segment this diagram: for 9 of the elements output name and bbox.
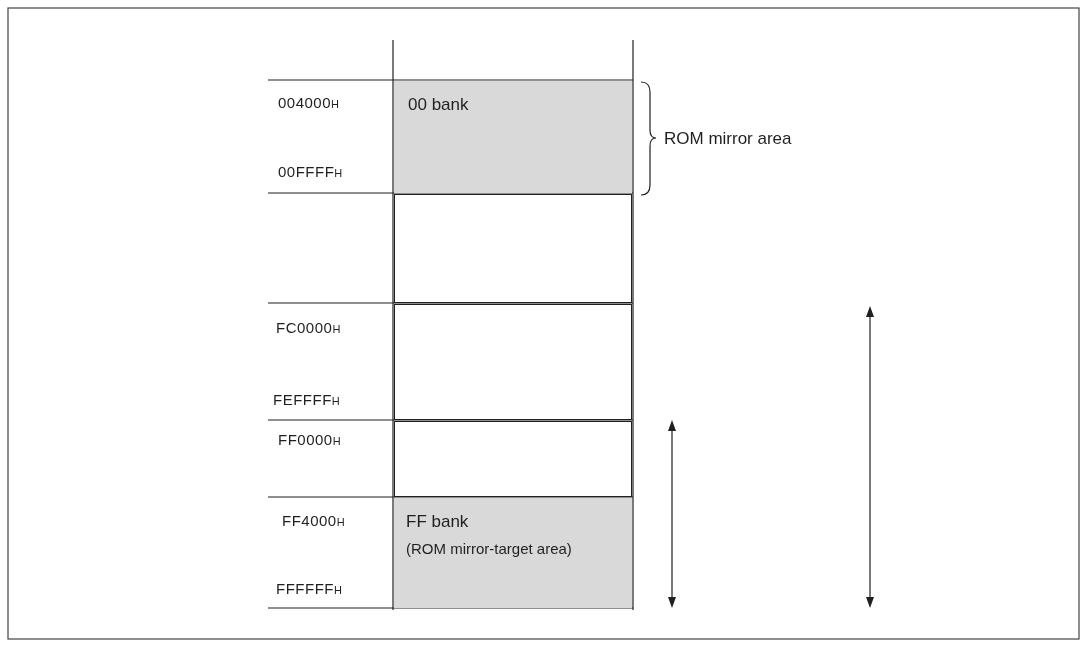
memory-region — [394, 421, 632, 497]
memory-region — [394, 304, 632, 420]
area-label: ROM mirror area — [664, 129, 792, 149]
region-title: 00 bank — [408, 95, 469, 115]
memory-region — [394, 498, 632, 608]
region-title: FF bank — [406, 512, 469, 532]
memory-region — [394, 81, 632, 193]
memory-region — [394, 194, 632, 303]
region-note: (ROM mirror-target area) — [406, 540, 572, 557]
